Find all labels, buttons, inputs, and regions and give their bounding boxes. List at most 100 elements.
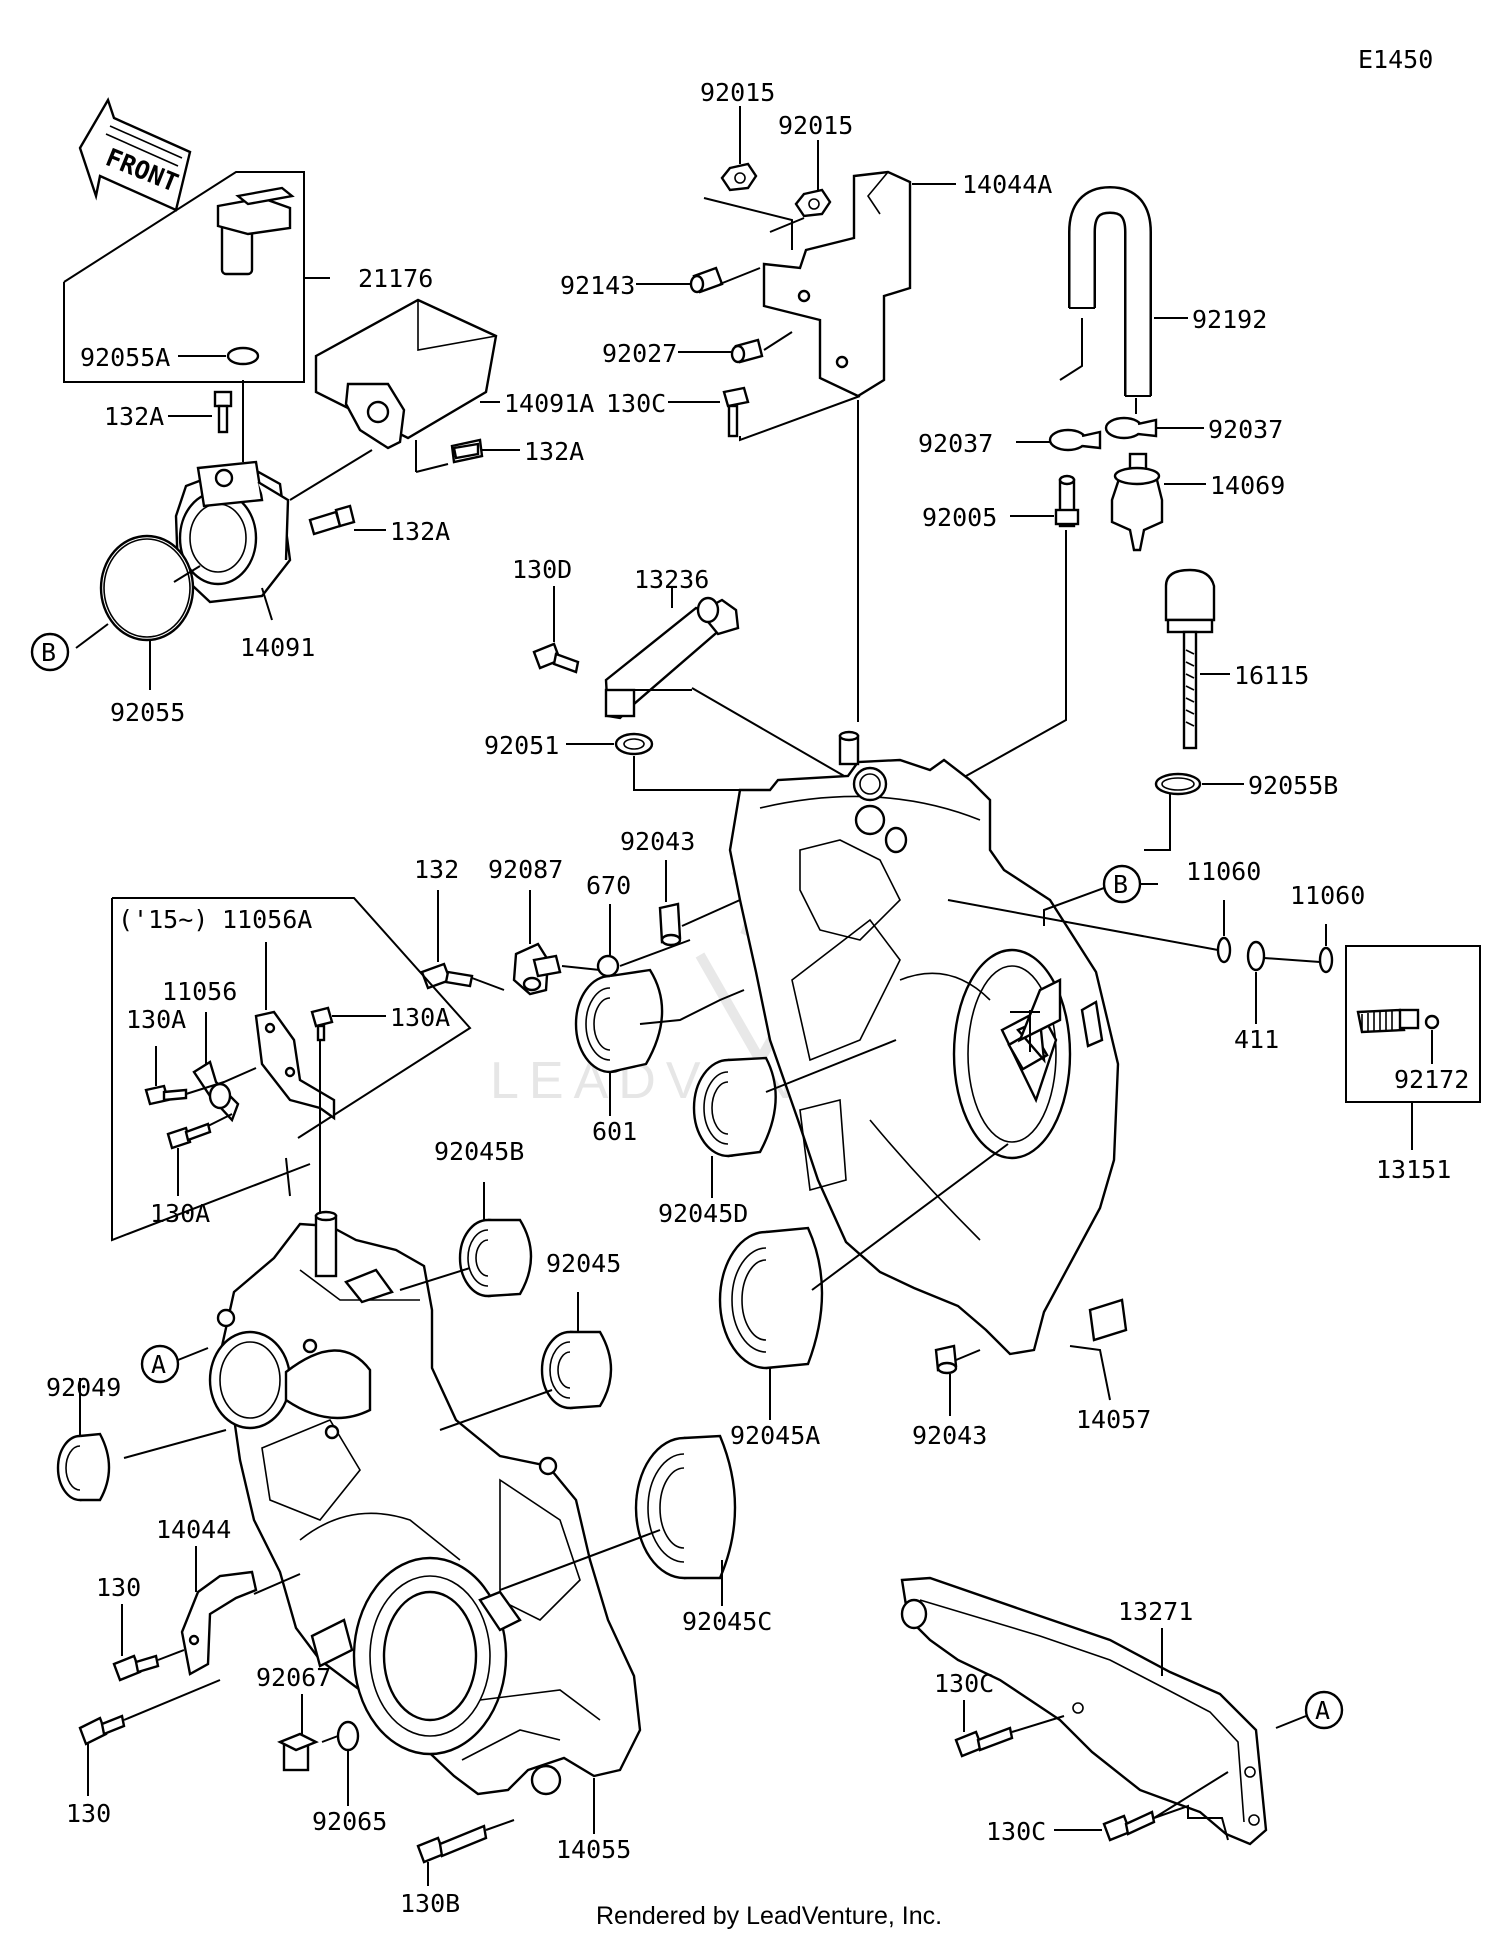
pin-92043-1-icon xyxy=(658,902,682,947)
part-labels: 21176 92055A 132A 14091A 132A 132A 14091… xyxy=(46,78,1469,1918)
washer-411-icon xyxy=(1246,940,1266,972)
bolt-130C-2-icon xyxy=(954,1726,1014,1758)
nut-92015-1-icon xyxy=(720,162,758,192)
clamp-11056-icon xyxy=(192,1060,240,1123)
year-variant-box: ('15~) xyxy=(111,897,472,1242)
bearing-92045-icon xyxy=(540,1330,613,1410)
bolt-130-2-icon xyxy=(78,1714,126,1746)
svg-text:B: B xyxy=(1113,870,1128,899)
ref-marker-a-left: A xyxy=(140,1344,180,1384)
cover-14091A-icon xyxy=(314,298,498,450)
seal-92049-icon xyxy=(56,1432,111,1502)
bracket-14044-icon xyxy=(180,1570,258,1676)
front-arrow-icon: FRONT xyxy=(78,97,192,212)
sensor-21176-icon xyxy=(216,186,295,276)
label-11056: 11056 xyxy=(162,977,237,1006)
label-92055: 92055 xyxy=(110,698,185,727)
label-130D: 130D xyxy=(512,555,572,584)
pin-92043-2-icon xyxy=(934,1344,958,1375)
case-14055-icon xyxy=(208,1210,642,1796)
label-132A-2: 132A xyxy=(524,437,584,466)
clamp-92037-2-icon xyxy=(1104,416,1158,440)
nut-92015-2-icon xyxy=(794,188,832,218)
label-130A-3: 130A xyxy=(150,1199,210,1228)
label-16115: 16115 xyxy=(1234,661,1309,690)
oring-92055A-icon xyxy=(226,346,260,366)
dipstick-16115-icon xyxy=(1164,568,1216,750)
ref-marker-b-left: B xyxy=(30,632,70,672)
sensor-92087-icon xyxy=(512,942,562,996)
bolt-132A-1-icon xyxy=(213,390,233,434)
label-13151: 13151 xyxy=(1376,1155,1451,1184)
year-note: ('15~) xyxy=(118,905,208,934)
label-92045C: 92045C xyxy=(682,1607,772,1636)
bolt-132A-3-icon xyxy=(308,504,356,536)
plug-92067-icon xyxy=(277,1732,319,1772)
label-92027: 92027 xyxy=(602,339,677,368)
bracket-11056A-icon xyxy=(254,1010,336,1121)
bearing-601-icon xyxy=(574,968,664,1074)
bearing-92045A-icon xyxy=(718,1226,824,1370)
label-132A-1: 132A xyxy=(104,402,164,431)
footer-credit: Rendered by LeadVenture, Inc. xyxy=(596,1902,942,1930)
label-92055B: 92055B xyxy=(1248,771,1338,800)
lever-13236-icon xyxy=(604,596,740,720)
bearing-92045C-icon xyxy=(634,1434,737,1580)
label-92045A: 92045A xyxy=(730,1421,820,1450)
label-14044A: 14044A xyxy=(962,170,1052,199)
bracket-14044A-icon xyxy=(762,170,912,398)
collar-92027-icon xyxy=(730,338,764,364)
sensor-group-bracket xyxy=(63,171,330,383)
label-21176: 21176 xyxy=(358,264,433,293)
label-130-1: 130 xyxy=(96,1573,141,1602)
clamp-92037-1-icon xyxy=(1048,428,1102,452)
bolt-132-icon xyxy=(420,962,474,990)
washer-92065-icon xyxy=(336,1720,360,1752)
sensor-group-13151-box xyxy=(1345,945,1481,1150)
label-92143: 92143 xyxy=(560,271,635,300)
label-92043-2: 92043 xyxy=(912,1421,987,1450)
label-130A-2: 130A xyxy=(126,1005,186,1034)
fitting-92005-icon xyxy=(1054,474,1080,528)
washer-11060-1-icon xyxy=(1216,936,1232,964)
bolt-130B-icon xyxy=(416,1824,488,1864)
washer-11060-2-icon xyxy=(1318,946,1334,974)
bolt-130C-3-icon xyxy=(1102,1810,1156,1842)
bolt-130D-icon xyxy=(532,642,580,674)
label-92067: 92067 xyxy=(256,1663,331,1692)
label-92037-1: 92037 xyxy=(918,429,993,458)
ref-marker-b-right: B xyxy=(1102,864,1142,904)
bolt-130A-3-icon xyxy=(166,1122,212,1150)
label-132A-3: 132A xyxy=(390,517,450,546)
label-14091A: 14091A xyxy=(504,389,594,418)
bolt-132A-2-icon xyxy=(450,438,484,464)
label-411: 411 xyxy=(1234,1025,1279,1054)
svg-text:A: A xyxy=(151,1350,166,1379)
label-11060-1: 11060 xyxy=(1186,857,1261,886)
label-92192: 92192 xyxy=(1192,305,1267,334)
label-92172: 92172 xyxy=(1394,1065,1469,1094)
svg-text:B: B xyxy=(41,638,56,667)
label-130B: 130B xyxy=(400,1889,460,1918)
case-cover-14057-icon xyxy=(728,730,1128,1356)
seal-92051-icon xyxy=(614,732,654,756)
bolt-130A-1-icon xyxy=(310,1006,334,1042)
label-92037-2: 92037 xyxy=(1208,415,1283,444)
label-14091: 14091 xyxy=(240,633,315,662)
label-130C-2: 130C xyxy=(934,1669,994,1698)
label-130C-3: 130C xyxy=(986,1817,1046,1846)
label-92049: 92049 xyxy=(46,1373,121,1402)
label-92005: 92005 xyxy=(922,503,997,532)
label-130C-1: 130C xyxy=(606,389,666,418)
hose-92192-icon xyxy=(1068,185,1152,397)
label-14069: 14069 xyxy=(1210,471,1285,500)
label-92045D: 92045D xyxy=(658,1199,748,1228)
label-92055A: 92055A xyxy=(80,343,170,372)
ref-marker-a-right: A xyxy=(1304,1690,1344,1730)
bolt-130-1-icon xyxy=(112,1654,160,1682)
label-14044: 14044 xyxy=(156,1515,231,1544)
label-130A-1: 130A xyxy=(390,1003,450,1032)
svg-text:A: A xyxy=(1315,1696,1330,1725)
